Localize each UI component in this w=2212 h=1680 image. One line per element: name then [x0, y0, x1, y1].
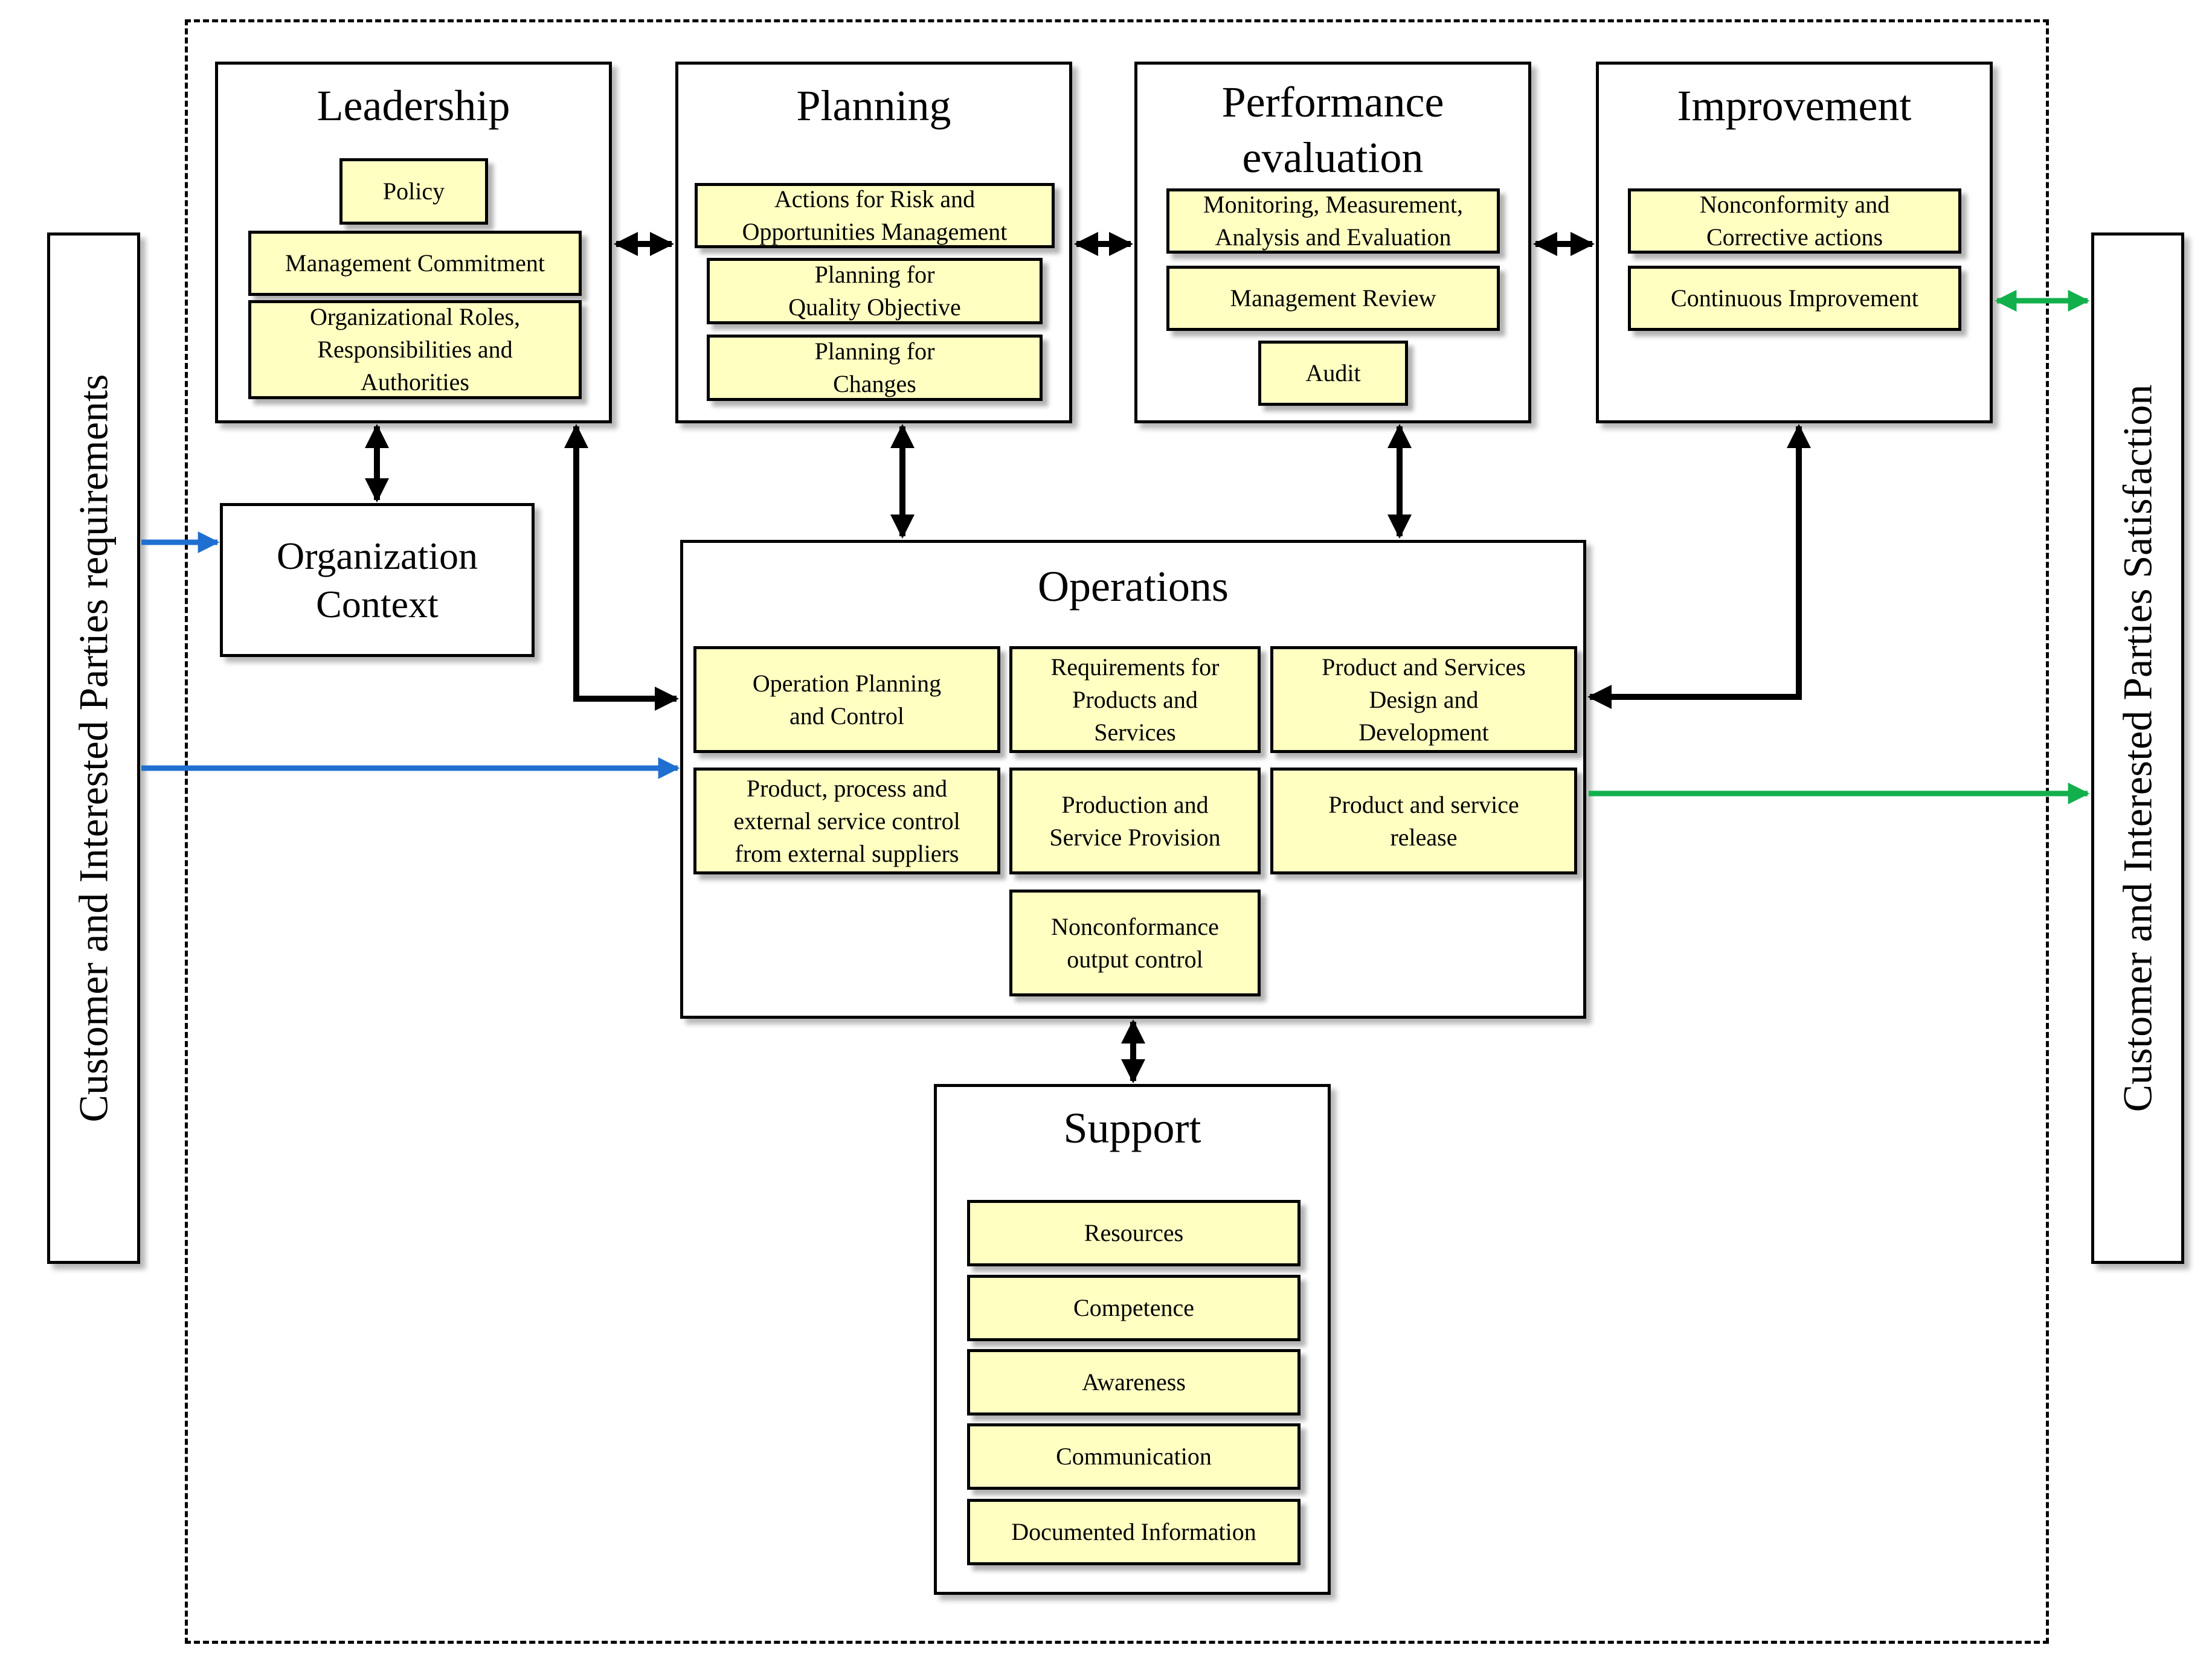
support-item-awareness: Awareness — [967, 1349, 1301, 1415]
planning-box: Planning Actions for Risk and Opportunit… — [675, 62, 1072, 423]
operations-item-external-suppliers: Product, process and external service co… — [693, 768, 1000, 874]
arrow-improvement-operations — [1587, 424, 1811, 709]
operations-item-requirements: Requirements for Products and Services — [1009, 646, 1261, 753]
operations-item-release: Product and service release — [1270, 768, 1577, 874]
support-item-resources: Resources — [967, 1200, 1301, 1266]
support-box: Support Resources Competence Awareness C… — [934, 1084, 1331, 1595]
leadership-box: Leadership Policy Management Commitment … — [215, 62, 612, 423]
planning-item-quality: Planning for Quality Objective — [707, 258, 1043, 324]
planning-item-risk: Actions for Risk and Opportunities Manag… — [695, 183, 1055, 248]
improvement-item-nonconformity: Nonconformity and Corrective actions — [1628, 188, 1961, 254]
arrow-leadership-operations — [564, 424, 679, 711]
support-item-competence: Competence — [967, 1275, 1301, 1341]
leadership-title: Leadership — [317, 82, 510, 130]
operations-item-planning-control: Operation Planning and Control — [693, 646, 1000, 753]
leadership-item-commitment: Management Commitment — [248, 231, 582, 296]
planning-title: Planning — [796, 82, 951, 130]
improvement-title: Improvement — [1677, 82, 1912, 130]
planning-item-changes: Planning for Changes — [707, 335, 1043, 401]
operations-item-nonconformance: Nonconformance output control — [1009, 890, 1261, 996]
support-title: Support — [1063, 1104, 1201, 1152]
system-boundary — [185, 19, 2049, 1644]
performance-item-monitoring: Monitoring, Measurement, Analysis and Ev… — [1166, 188, 1500, 254]
operations-item-design-development: Product and Services Design and Developm… — [1270, 646, 1577, 753]
improvement-item-continuous: Continuous Improvement — [1628, 266, 1961, 331]
leadership-item-roles: Organizational Roles, Responsibilities a… — [248, 300, 582, 399]
operations-box: Operations Operation Planning and Contro… — [680, 540, 1586, 1019]
improvement-box: Improvement Nonconformity and Corrective… — [1596, 62, 1993, 423]
operations-title: Operations — [1038, 562, 1229, 611]
support-item-documented-information: Documented Information — [967, 1499, 1301, 1565]
support-item-communication: Communication — [967, 1423, 1301, 1490]
customer-satisfaction-bar: Customer and Interested Parties Satisfac… — [2091, 232, 2184, 1264]
operations-item-production: Production and Service Provision — [1009, 768, 1261, 874]
performance-box: Performance evaluation Monitoring, Measu… — [1134, 62, 1531, 423]
customer-requirements-bar: Customer and Interested Parties requirem… — [47, 232, 140, 1264]
leadership-item-policy: Policy — [339, 158, 488, 225]
performance-title: Performance evaluation — [1221, 78, 1444, 182]
organization-context-box: Organization Context — [220, 503, 535, 657]
performance-item-audit: Audit — [1258, 341, 1408, 406]
performance-item-review: Management Review — [1166, 266, 1500, 331]
